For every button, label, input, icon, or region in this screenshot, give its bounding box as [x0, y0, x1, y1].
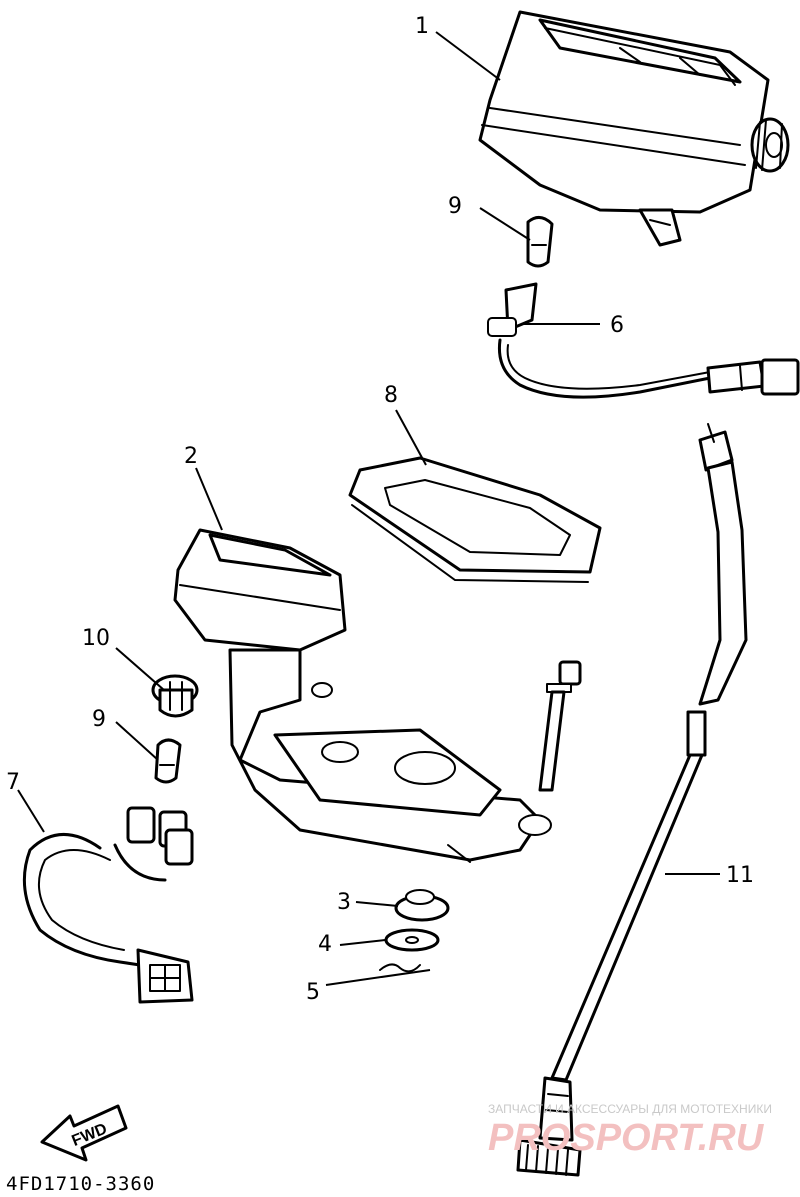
callout-9-lower: 9	[92, 707, 106, 732]
bulb-lower	[154, 738, 182, 784]
callout-4: 4	[318, 932, 332, 957]
callout-9-upper: 9	[448, 194, 462, 219]
callout-10: 10	[82, 626, 110, 651]
gasket	[348, 456, 602, 583]
callout-2: 2	[184, 444, 198, 469]
callout-7: 7	[6, 770, 20, 795]
callout-8: 8	[384, 383, 398, 408]
callout-11: 11	[726, 863, 754, 888]
bulb-socket-harness	[487, 282, 800, 399]
bulb-upper	[526, 216, 554, 268]
bulb-socket-grommet	[151, 674, 199, 718]
drawing-code: 4FD1710-3360	[6, 1173, 155, 1195]
watermark: ЗАПЧАСТИ И АКСЕССУАРЫ ДЛЯ МОТОТЕХНИКИ PR…	[488, 1102, 772, 1159]
mounting-bolt	[538, 660, 582, 792]
callout-1: 1	[415, 14, 429, 39]
speedometer-cable	[516, 423, 748, 1177]
watermark-brand: PROSPORT.RU	[488, 1117, 765, 1159]
leader-lines	[17, 31, 720, 986]
callouts: 1 2 3 4 5 6 7 8 9 9 10 11	[6, 14, 754, 1005]
forward-direction-arrow-icon: FWD	[40, 1104, 128, 1162]
callout-3: 3	[337, 890, 351, 915]
meter-bracket-assembly	[173, 528, 552, 863]
damper-and-washers	[379, 889, 450, 973]
watermark-tagline: ЗАПЧАСТИ И АКСЕССУАРЫ ДЛЯ МОТОТЕХНИКИ	[488, 1102, 772, 1116]
callout-6: 6	[610, 313, 624, 338]
speedometer-assembly	[478, 10, 790, 247]
callout-5: 5	[306, 980, 320, 1005]
wire-harness	[22, 806, 194, 1004]
